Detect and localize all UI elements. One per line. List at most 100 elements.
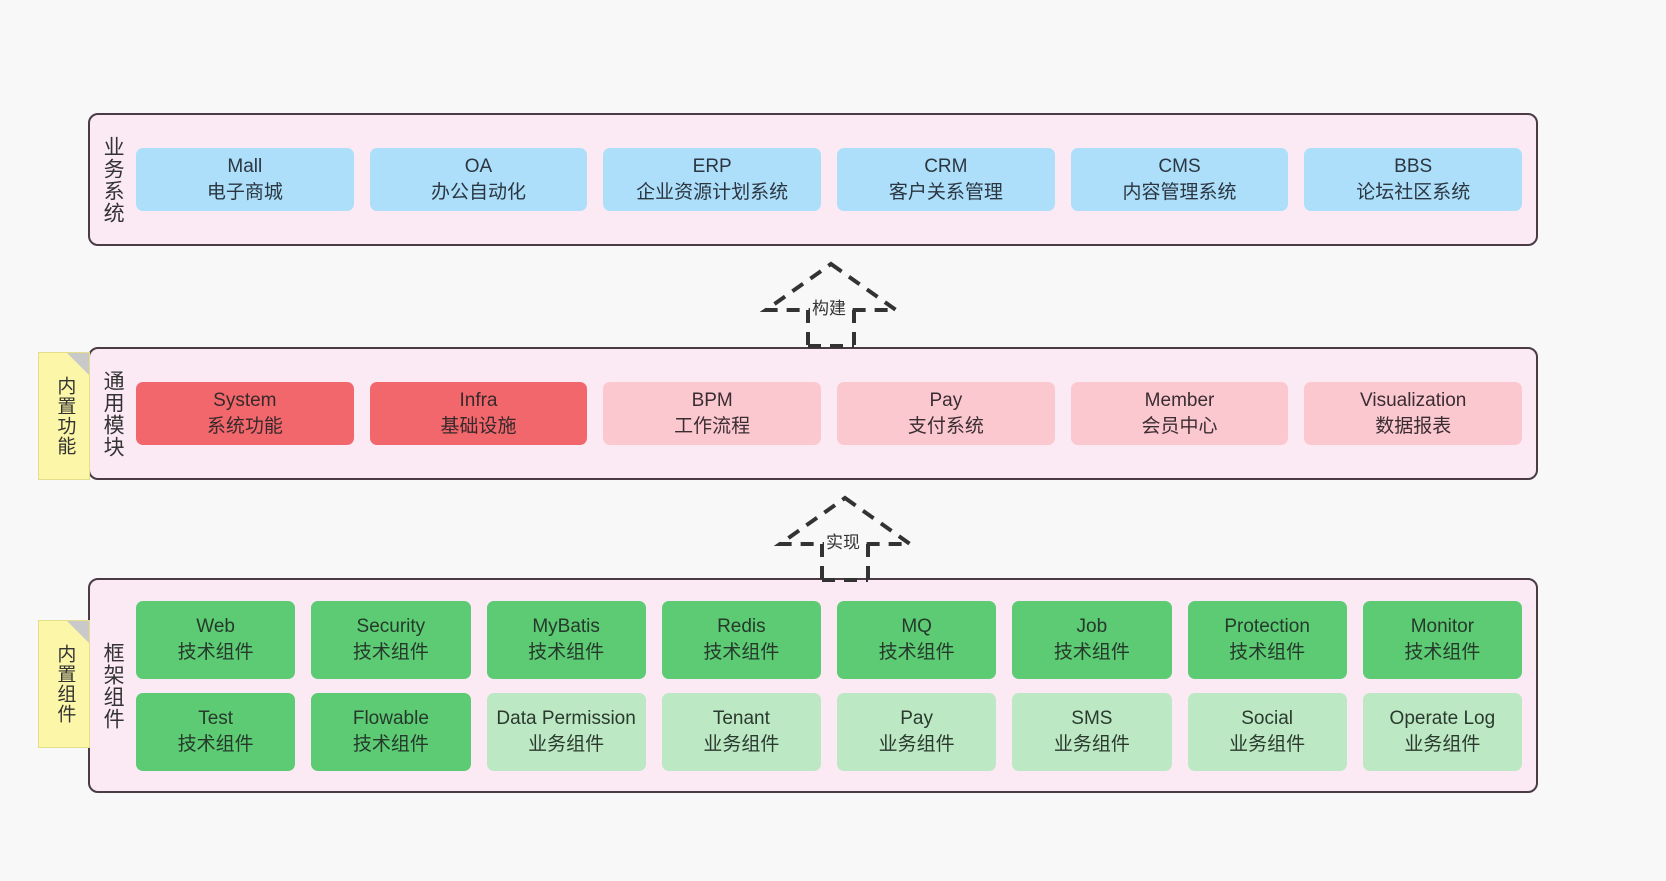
node-bbs[interactable]: BBS 论坛社区系统 (1304, 148, 1523, 211)
node-job[interactable]: Job 技术组件 (1012, 600, 1172, 679)
node-title: MyBatis (532, 616, 600, 638)
node-subtitle: 技术组件 (177, 641, 254, 663)
node-member[interactable]: Member 会员中心 (1070, 382, 1289, 445)
node-subtitle: 技术组件 (528, 641, 605, 663)
node-title: Job (1076, 616, 1108, 638)
layer-common-module-label: 通用模块 (101, 369, 125, 458)
layer-business-system-label: 业务系统 (101, 135, 125, 224)
node-bpm[interactable]: BPM 工作流程 (603, 382, 822, 445)
connector-implement-label: 实现 (824, 528, 862, 553)
node-security[interactable]: Security 技术组件 (311, 600, 471, 679)
layer-business-system: 业务系统 Mall 电子商城 OA 办公自动化 ERP 企业资源计划系统 (88, 113, 1538, 246)
node-subtitle: 办公自动化 (431, 181, 527, 203)
node-subtitle: 内容管理系统 (1122, 181, 1237, 203)
layer-framework-component: 框架组件 Web 技术组件 Security 技术组件 MyBatis 技术组件 (88, 578, 1538, 793)
folded-corner-icon (67, 353, 89, 375)
node-data-permission[interactable]: Data Permission 业务组件 (486, 692, 646, 771)
node-subtitle: 业务组件 (878, 733, 955, 755)
node-subtitle: 技术组件 (1053, 641, 1130, 663)
node-title: Redis (717, 616, 766, 638)
node-row: System 系统功能 Infra 基础设施 BPM 工作流程 Pay 支付系统 (136, 382, 1523, 445)
node-redis[interactable]: Redis 技术组件 (661, 600, 821, 679)
node-erp[interactable]: ERP 企业资源计划系统 (603, 148, 822, 211)
node-subtitle: 数据报表 (1375, 415, 1452, 437)
connector-implement: 实现 (770, 492, 920, 582)
node-subtitle: 技术组件 (878, 641, 955, 663)
node-title: Member (1144, 390, 1215, 412)
layer-business-system-body: Mall 电子商城 OA 办公自动化 ERP 企业资源计划系统 CRM 客户关系… (134, 115, 1536, 244)
node-infra[interactable]: Infra 基础设施 (369, 382, 588, 445)
node-row: Web 技术组件 Security 技术组件 MyBatis 技术组件 Redi… (136, 600, 1522, 679)
node-subtitle: 技术组件 (1404, 641, 1481, 663)
node-social[interactable]: Social 业务组件 (1187, 692, 1347, 771)
node-subtitle: 工作流程 (674, 415, 751, 437)
connector-build-label: 构建 (810, 294, 848, 319)
node-subtitle: 企业资源计划系统 (636, 181, 789, 203)
node-visualization[interactable]: Visualization 数据报表 (1304, 382, 1523, 445)
node-mybatis[interactable]: MyBatis 技术组件 (486, 600, 646, 679)
node-protection[interactable]: Protection 技术组件 (1187, 600, 1347, 679)
node-subtitle: 业务组件 (1053, 733, 1130, 755)
node-web[interactable]: Web 技术组件 (136, 600, 296, 679)
node-subtitle: 业务组件 (703, 733, 780, 755)
node-subtitle: 业务组件 (1229, 733, 1306, 755)
node-tenant[interactable]: Tenant 业务组件 (661, 692, 821, 771)
node-mq[interactable]: MQ 技术组件 (837, 600, 997, 679)
node-subtitle: 论坛社区系统 (1356, 181, 1471, 203)
layer-framework-component-body: Web 技术组件 Security 技术组件 MyBatis 技术组件 Redi… (134, 580, 1536, 791)
node-row: Test 技术组件 Flowable 技术组件 Data Permission … (136, 692, 1522, 771)
node-subtitle: 技术组件 (177, 733, 254, 755)
connector-build: 构建 (756, 258, 906, 348)
note-builtin-component-label: 内置组件 (54, 644, 76, 724)
node-title: OA (464, 156, 493, 178)
node-title: Protection (1224, 616, 1310, 638)
node-subtitle: 技术组件 (703, 641, 780, 663)
node-pay-component[interactable]: Pay 业务组件 (837, 692, 997, 771)
node-crm[interactable]: CRM 客户关系管理 (837, 148, 1055, 211)
node-title: Tenant (712, 708, 770, 730)
node-title: BPM (691, 390, 733, 412)
node-title: Social (1241, 708, 1293, 730)
note-builtin-function-label: 内置功能 (54, 376, 76, 456)
node-row: Mall 电子商城 OA 办公自动化 ERP 企业资源计划系统 CRM 客户关系… (136, 148, 1523, 211)
node-title: Pay (900, 708, 933, 730)
node-operate-log[interactable]: Operate Log 业务组件 (1362, 692, 1522, 771)
node-subtitle: 技术组件 (1229, 641, 1306, 663)
note-builtin-component: 内置组件 (38, 620, 90, 748)
node-title: Data Permission (496, 708, 636, 730)
node-subtitle: 业务组件 (528, 733, 605, 755)
node-title: MQ (901, 616, 932, 638)
node-title: ERP (692, 156, 732, 178)
node-title: SMS (1071, 708, 1113, 730)
node-test[interactable]: Test 技术组件 (136, 692, 296, 771)
node-subtitle: 电子商城 (206, 181, 283, 203)
node-title: Infra (459, 390, 498, 412)
folded-corner-icon (67, 621, 89, 643)
node-subtitle: 技术组件 (352, 733, 429, 755)
node-subtitle: 支付系统 (907, 415, 984, 437)
node-title: Mall (227, 156, 263, 178)
node-title: Security (356, 616, 426, 638)
node-title: BBS (1394, 156, 1433, 178)
node-sms[interactable]: SMS 业务组件 (1012, 692, 1172, 771)
node-monitor[interactable]: Monitor 技术组件 (1362, 600, 1522, 679)
node-title: CMS (1158, 156, 1201, 178)
node-title: CRM (924, 156, 968, 178)
node-title: Flowable (352, 708, 429, 730)
node-cms[interactable]: CMS 内容管理系统 (1070, 148, 1289, 211)
node-mall[interactable]: Mall 电子商城 (136, 148, 354, 211)
layer-framework-component-label: 框架组件 (101, 641, 125, 730)
node-title: System (213, 390, 277, 412)
node-oa[interactable]: OA 办公自动化 (369, 148, 588, 211)
node-pay[interactable]: Pay 支付系统 (837, 382, 1055, 445)
node-flowable[interactable]: Flowable 技术组件 (311, 692, 471, 771)
node-subtitle: 技术组件 (352, 641, 429, 663)
node-title: Web (196, 616, 235, 638)
node-title: Pay (929, 390, 963, 412)
node-subtitle: 会员中心 (1141, 415, 1218, 437)
node-title: Visualization (1360, 390, 1467, 412)
node-system[interactable]: System 系统功能 (136, 382, 354, 445)
node-subtitle: 系统功能 (206, 415, 283, 437)
node-subtitle: 客户关系管理 (888, 181, 1003, 203)
